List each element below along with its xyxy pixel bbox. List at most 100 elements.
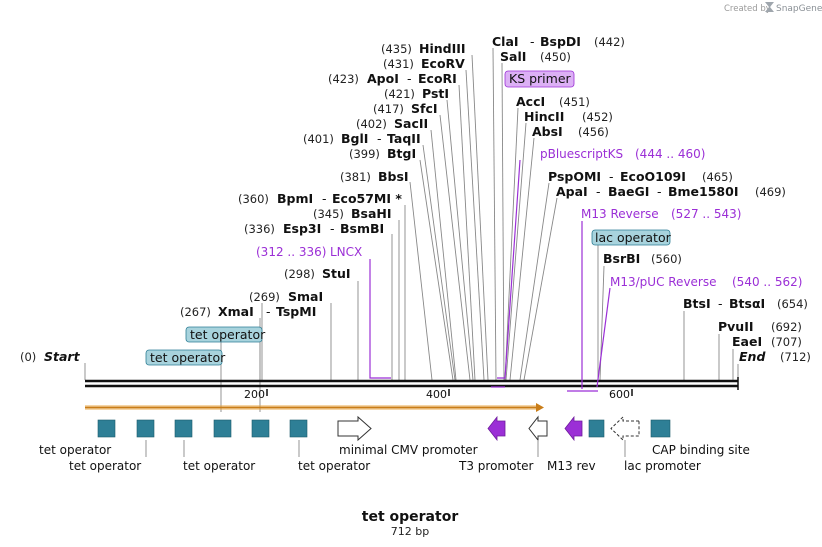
svg-text:(360): (360) [238,192,269,206]
svg-text:BpmI: BpmI [277,191,313,206]
svg-text:(401): (401) [303,132,334,146]
svg-text:BaeGI: BaeGI [608,184,649,199]
bottom-label-lac-promoter: lac promoter [624,459,701,473]
svg-text:-: - [330,221,335,236]
site-m13-reverse: M13 Reverse (527 .. 543) [581,207,741,221]
bottom-label-t3-promoter: T3 promoter [458,459,534,473]
svg-text:EaeI: EaeI [732,334,762,349]
svg-text:(707): (707) [771,335,802,349]
site-btsi-btsai: BtsI - BtsαI (654) [683,296,808,311]
site-bpmi-eco57mi: (360) BpmI - Eco57MI * [238,191,402,206]
svg-text:AbsI: AbsI [532,124,563,139]
site-acci: AccI (451) [516,94,590,109]
svg-text:(381): (381) [340,170,371,184]
svg-text:BtsαI: BtsαI [729,296,765,311]
map-title: tet operator [362,509,459,525]
end-label: End (712) [739,349,811,364]
tet-operator-glyph-6 [289,419,308,438]
t3-promoter-outline-arrow [528,415,548,442]
site-psti: (421) PstI [384,86,449,101]
svg-text:PspOMI: PspOMI [548,169,601,184]
svg-text:ApoI: ApoI [367,71,399,86]
svg-text:(469): (469) [755,185,786,199]
svg-text:EcoO109I: EcoO109I [620,169,686,184]
svg-text:BspDI: BspDI [540,34,581,49]
svg-text:Start: Start [44,349,81,364]
svg-text:M13 Reverse: M13 Reverse [581,207,659,221]
svg-text:ClaI: ClaI [492,34,519,49]
svg-text:StuI: StuI [322,266,351,281]
svg-text:-: - [407,71,412,86]
svg-text:(560): (560) [651,252,682,266]
svg-text:BsrBI: BsrBI [603,251,640,266]
svg-text:-: - [657,184,662,199]
lac-promoter-arrow [610,415,640,442]
site-sali: SalI (450) [500,49,571,64]
site-m13-puc-reverse: M13/pUC Reverse (540 .. 562) [610,275,802,289]
site-pbluescriptks: pBluescriptKS (444 .. 460) [540,147,705,161]
site-hindiii: (435) HindIII [381,41,466,56]
svg-text:(435): (435) [381,42,412,56]
svg-text:-: - [596,184,601,199]
feature-glyphs [97,415,671,442]
svg-text:(442): (442) [594,35,625,49]
site-lncx: (312 .. 336) LNCX [256,245,362,259]
svg-text:BsmBI: BsmBI [340,221,384,236]
svg-text:(417): (417) [373,102,404,116]
svg-text:-: - [609,169,614,184]
svg-text:Eco57MI *: Eco57MI * [332,191,402,206]
svg-text:(312 .. 336): (312 .. 336) [256,245,326,259]
svg-text:(267): (267) [180,305,211,319]
site-xmai-tspmi: (267) XmaI - TspMI [180,304,316,319]
svg-text:Esp3I: Esp3I [283,221,321,236]
svg-text:EcoRV: EcoRV [421,56,465,71]
site-stui: (298) StuI [284,266,351,281]
boxed-label-ks-primer: KS primer [504,70,575,88]
svg-text:AccI: AccI [516,94,545,109]
cap-binding-site-glyph [650,419,671,438]
m13-rev-arrow [564,415,583,442]
svg-text:BtsI: BtsI [683,296,711,311]
site-bgli-taqii: (401) BglI - TaqII [303,131,421,146]
site-pvuii: PvuII (692) [718,319,802,334]
svg-text:(402): (402) [356,117,387,131]
svg-text:SalI: SalI [500,49,526,64]
site-bsahi: (345) BsaHI [313,206,392,221]
svg-text:(456): (456) [578,125,609,139]
svg-text:BsaHI: BsaHI [351,206,392,221]
svg-text:TspMI: TspMI [276,304,316,319]
site-esp3i-bsmbi: (336) Esp3I - BsmBI [244,221,384,236]
svg-text:(444 .. 460): (444 .. 460) [635,147,705,161]
svg-text:-: - [377,131,382,146]
svg-text:SmaI: SmaI [288,289,323,304]
site-bsrbi: BsrBI (560) [603,251,682,266]
svg-text:(0): (0) [20,350,36,364]
svg-text:BtgI: BtgI [387,146,416,161]
site-smai: (269) SmaI [249,289,323,304]
svg-text:(540 .. 562): (540 .. 562) [732,275,802,289]
created-by-text: Created by [724,4,771,14]
svg-text:BglI: BglI [341,131,368,146]
svg-text:SfcI: SfcI [411,101,438,116]
svg-text:pBluescriptKS: pBluescriptKS [540,147,623,161]
svg-text:XmaI: XmaI [218,304,254,319]
svg-text:(423): (423) [328,72,359,86]
start-label: (0) Start [20,349,81,364]
bottom-label-cap-binding-site: CAP binding site [652,443,750,457]
svg-text:Bme1580I: Bme1580I [668,184,738,199]
svg-text:lac operator: lac operator [595,230,672,245]
svg-text:SacII: SacII [394,116,428,131]
svg-text:tet operator: tet operator [150,350,226,365]
site-eaei: EaeI (707) [732,334,802,349]
svg-text:LNCX: LNCX [330,245,362,259]
ruler-tick-200: 200 [244,388,265,401]
boxed-label-lac-operator: lac operator [591,229,672,246]
bottom-label-minimal-cmv-promoter: minimal CMV promoter [339,443,478,457]
dna-backbone [85,377,739,390]
svg-text:(298): (298) [284,267,315,281]
purple-feature-markers [369,159,611,392]
site-clai-bspdi: ClaI - BspDI (442) [492,34,625,49]
svg-text:tet operator: tet operator [190,327,266,342]
svg-text:(399): (399) [349,147,380,161]
site-sacii: (402) SacII [356,116,428,131]
